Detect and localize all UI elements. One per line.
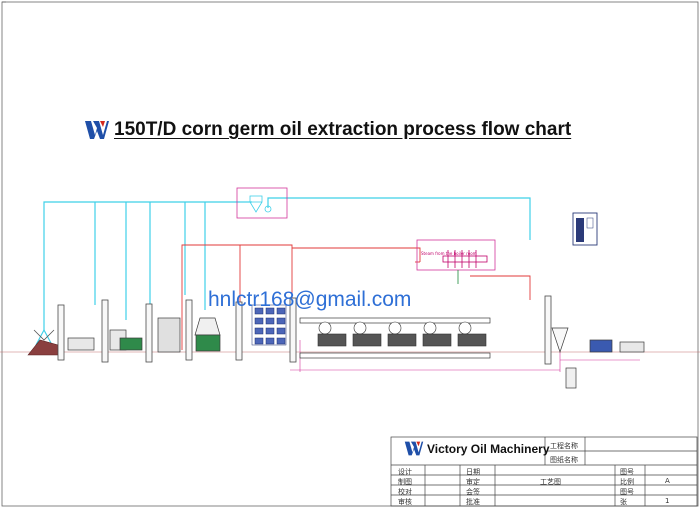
extraction-column — [251, 304, 287, 346]
tb-side-label-1: 图号 — [620, 468, 634, 476]
victory-logo-icon — [85, 121, 109, 139]
tb-project-label: 工程名称 — [550, 442, 578, 450]
tb-mid-label-2: 审定 — [466, 478, 480, 486]
steam-note: Steam from the boiler room — [421, 251, 477, 256]
raw-material-intake — [27, 329, 63, 356]
control-cabinet-icon — [572, 212, 598, 246]
tb-drawing-name: 工艺图 — [540, 478, 561, 486]
filter-box — [236, 187, 288, 219]
screw-press-row — [317, 321, 487, 347]
tb-mid-label-1: 日期 — [466, 468, 480, 476]
tb-left-label-2: 制图 — [398, 478, 412, 486]
company-name: Victory Oil Machinery — [427, 441, 550, 456]
tb-side-label-2: 比例 — [620, 478, 634, 486]
cyan-air-pipes — [35, 197, 531, 346]
title-text: 150T/D corn germ oil extraction process … — [114, 119, 572, 140]
tb-left-label-4: 审核 — [398, 498, 412, 506]
email-watermark: hnlctr168@gmail.com — [208, 288, 412, 311]
tb-value-2: 1 — [665, 497, 670, 505]
tb-left-label-1: 设计 — [398, 468, 412, 476]
tb-drawing-label: 图纸名称 — [550, 456, 578, 464]
sheet-border — [1, 1, 699, 507]
tb-left-label-3: 校对 — [398, 488, 412, 496]
bucket-elevators — [57, 295, 552, 365]
title-block — [390, 436, 698, 507]
steam-manifold-icon — [442, 250, 488, 284]
title-block-company: Victory Oil Machinery — [404, 440, 550, 457]
tb-side-label-4: 张 — [620, 498, 627, 506]
tb-value-1: A — [665, 477, 670, 485]
tb-mid-label-4: 批准 — [466, 498, 480, 506]
cyclone-filter — [249, 195, 272, 213]
victory-logo-icon — [404, 441, 424, 456]
tb-mid-label-3: 会签 — [466, 488, 480, 496]
chart-title: 150T/D corn germ oil extraction process … — [84, 117, 571, 143]
tb-side-label-3: 图号 — [620, 488, 634, 496]
steam-header-box — [416, 239, 496, 271]
